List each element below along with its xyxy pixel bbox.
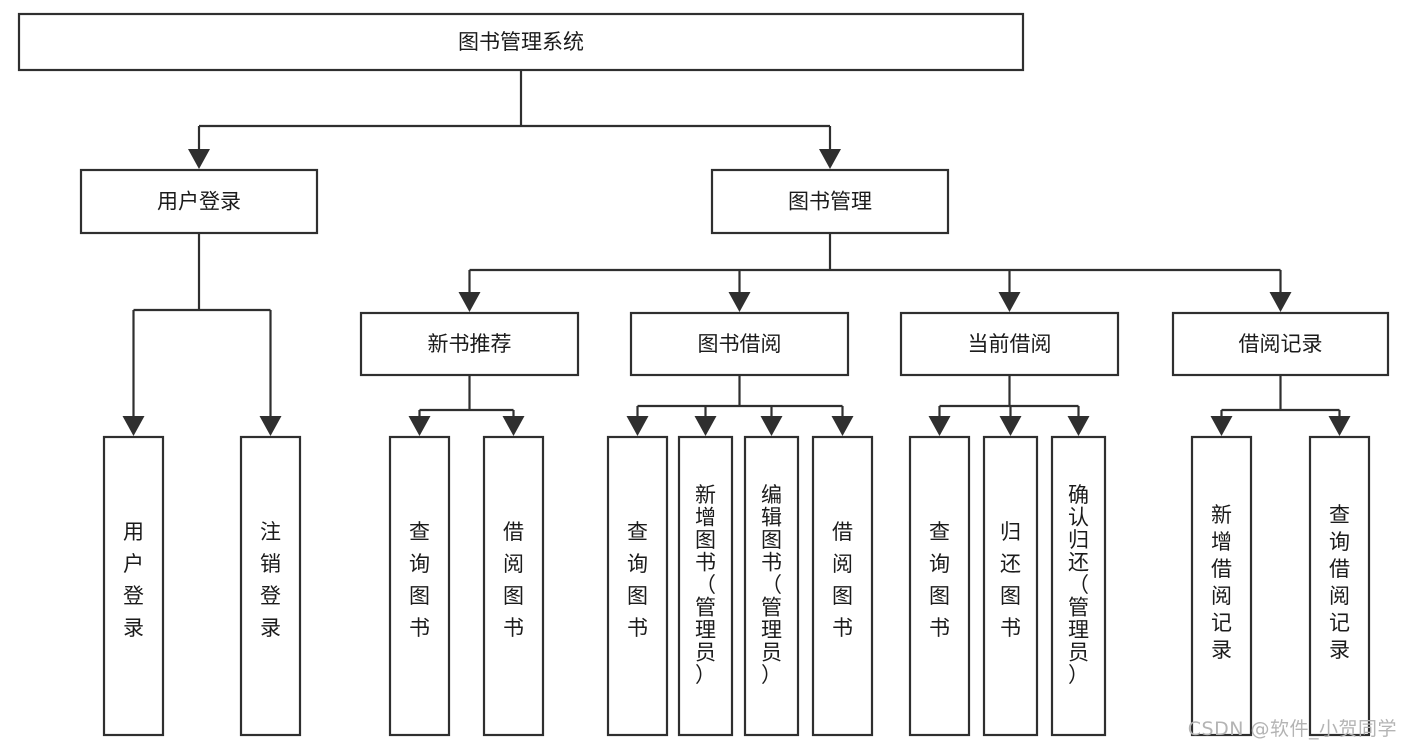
arrow-head-leaf-borrow-book-rec: [502, 416, 525, 436]
node-box: [677, 435, 734, 737]
node-label: 图书管理: [788, 190, 872, 214]
node-label: 用户登录: [123, 520, 144, 640]
node-leaf-leaf-user-login[interactable]: 用户登录: [102, 435, 165, 737]
node-label: 新增借阅记录: [1211, 503, 1232, 662]
node-leaf-leaf-add-record[interactable]: 新增借阅记录: [1190, 435, 1253, 737]
node-leaf-leaf-borrow-book[interactable]: 借阅图书: [811, 435, 874, 737]
node-label: 借阅图书: [832, 520, 853, 640]
node-box: [1050, 435, 1107, 737]
node-box: [629, 311, 850, 377]
node-level3-book-borrow[interactable]: 图书借阅: [629, 311, 850, 377]
node-leaf-leaf-add-book[interactable]: 新增图书（管理员）: [677, 435, 734, 737]
node-level3-current-borrow[interactable]: 当前借阅: [899, 311, 1120, 377]
node-label: 查询借阅记录: [1329, 503, 1350, 662]
arrow-head-borrow-record: [1269, 292, 1292, 312]
arrow-head-leaf-borrow-book: [831, 416, 854, 436]
node-box: [908, 435, 971, 737]
node-box: [1308, 435, 1371, 737]
node-box: [743, 435, 800, 737]
node-layer: 图书管理系统用户登录图书管理新书推荐图书借阅当前借阅借阅记录用户登录注销登录查询…: [17, 12, 1390, 737]
arrow-head-leaf-query-book-rec: [408, 416, 431, 436]
node-box: [17, 12, 1025, 72]
node-box: [359, 311, 580, 377]
node-label: 归还图书: [1000, 520, 1021, 640]
node-box: [1171, 311, 1390, 377]
arrow-head-leaf-logout: [259, 416, 282, 436]
node-level2-user-login[interactable]: 用户登录: [79, 168, 319, 235]
node-label: 查询图书: [409, 520, 430, 640]
node-label: 注销登录: [260, 520, 281, 640]
node-label: 图书借阅: [698, 332, 782, 356]
node-label: 编辑图书（管理员）: [761, 483, 782, 687]
node-box: [811, 435, 874, 737]
node-box: [102, 435, 165, 737]
node-label: 借阅图书: [503, 520, 524, 640]
arrow-head-leaf-edit-book: [760, 416, 783, 436]
node-leaf-leaf-query-book-borrow[interactable]: 查询图书: [606, 435, 669, 737]
node-box: [982, 435, 1039, 737]
node-box: [710, 168, 950, 235]
node-label: 新书推荐: [428, 332, 512, 356]
node-level2-book-manage[interactable]: 图书管理: [710, 168, 950, 235]
arrow-head-leaf-return-book: [999, 416, 1022, 436]
node-box: [899, 311, 1120, 377]
node-leaf-leaf-borrow-book-rec[interactable]: 借阅图书: [482, 435, 545, 737]
node-box: [606, 435, 669, 737]
node-root[interactable]: 图书管理系统: [17, 12, 1025, 72]
node-leaf-leaf-query-book-current[interactable]: 查询图书: [908, 435, 971, 737]
arrow-head-new-book-rec: [458, 292, 481, 312]
node-label: 借阅记录: [1239, 332, 1323, 356]
arrow-head-leaf-query-book-current: [928, 416, 951, 436]
node-label: 确认归还（管理员）: [1068, 483, 1089, 687]
arrow-head-book-borrow: [728, 292, 751, 312]
node-leaf-leaf-query-record[interactable]: 查询借阅记录: [1308, 435, 1371, 737]
node-label: 用户登录: [157, 190, 241, 214]
arrow-head-leaf-confirm-return: [1067, 416, 1090, 436]
node-box: [388, 435, 451, 737]
node-box: [79, 168, 319, 235]
node-leaf-leaf-edit-book[interactable]: 编辑图书（管理员）: [743, 435, 800, 737]
node-leaf-leaf-return-book[interactable]: 归还图书: [982, 435, 1039, 737]
arrow-head-user-login: [188, 149, 210, 169]
arrow-head-leaf-query-book-borrow: [626, 416, 649, 436]
watermark-text: CSDN @软件_小贺同学: [1187, 718, 1397, 740]
node-label: 当前借阅: [968, 332, 1052, 356]
node-leaf-leaf-logout[interactable]: 注销登录: [239, 435, 302, 737]
node-label: 图书管理系统: [458, 30, 584, 54]
connector-layer: [122, 70, 1351, 436]
node-box: [1190, 435, 1253, 737]
node-level3-new-book-rec[interactable]: 新书推荐: [359, 311, 580, 377]
node-leaf-leaf-confirm-return[interactable]: 确认归还（管理员）: [1050, 435, 1107, 737]
arrow-head-current-borrow: [998, 292, 1021, 312]
arrow-head-book-manage: [819, 149, 841, 169]
node-leaf-leaf-query-book-rec[interactable]: 查询图书: [388, 435, 451, 737]
arrow-head-leaf-add-book: [694, 416, 717, 436]
arrow-head-leaf-user-login: [122, 416, 145, 436]
node-box: [239, 435, 302, 737]
node-label: 新增图书（管理员）: [695, 483, 716, 687]
node-label: 查询图书: [929, 520, 950, 640]
node-label: 查询图书: [627, 520, 648, 640]
node-box: [482, 435, 545, 737]
arrow-head-leaf-add-record: [1210, 416, 1233, 436]
arrow-head-leaf-query-record: [1328, 416, 1351, 436]
node-level3-borrow-record[interactable]: 借阅记录: [1171, 311, 1390, 377]
